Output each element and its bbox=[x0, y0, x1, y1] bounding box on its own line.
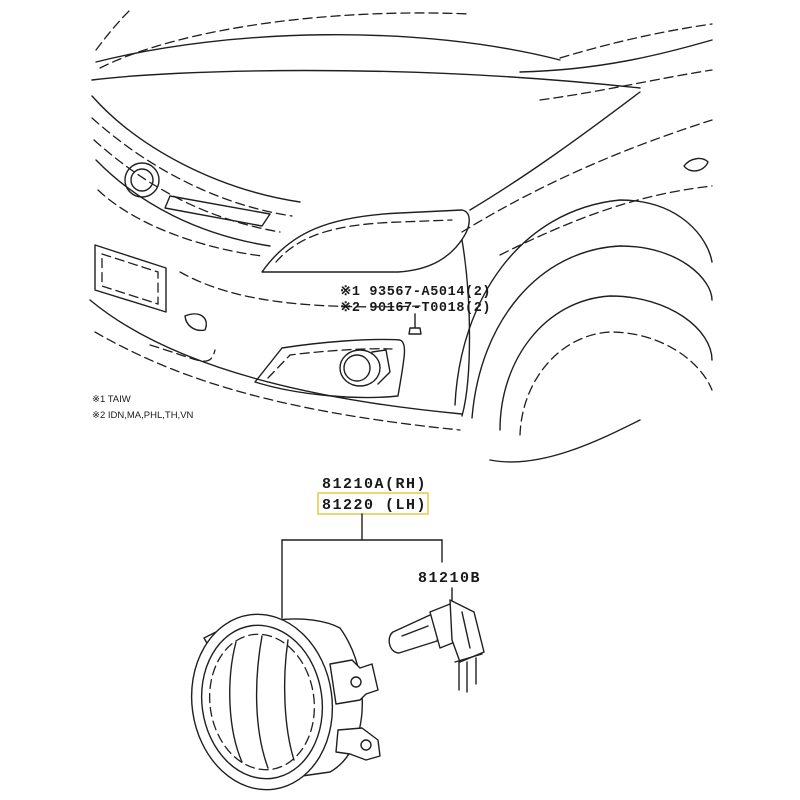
fog-lamp-bezel bbox=[254, 338, 406, 399]
emblem-icon bbox=[124, 162, 160, 198]
bolt-part-number-1[interactable]: ※1 93567-A5014(2) bbox=[340, 284, 491, 300]
fog-lamp-rh-part-number[interactable]: 81210A(RH) bbox=[322, 476, 427, 493]
bolt-icon bbox=[408, 327, 422, 335]
fog-lamp-installed bbox=[339, 349, 381, 387]
headlight bbox=[261, 209, 470, 273]
side-marker bbox=[683, 157, 709, 172]
bulb-part-number[interactable]: 81210B bbox=[418, 570, 481, 587]
car-front-illustration bbox=[89, 9, 713, 463]
region-note-1: ※1 TAIW bbox=[92, 394, 131, 405]
wheel bbox=[499, 295, 713, 431]
wheel-arch bbox=[454, 199, 713, 406]
license-plate bbox=[94, 244, 167, 313]
fog-lamp-front-ring bbox=[190, 613, 334, 791]
bolt-part-number-2[interactable]: ※2 90167-T0018(2) bbox=[340, 300, 491, 316]
fog-lamp-bulb bbox=[388, 599, 485, 693]
callout-bracket bbox=[281, 513, 443, 619]
selected-part-highlight bbox=[317, 492, 429, 515]
region-note-2: ※2 IDN,MA,PHL,TH,VN bbox=[92, 410, 194, 421]
fog-lamp-assembly bbox=[190, 613, 381, 791]
fog-lamp-lh-part-number[interactable]: 81220 (LH) bbox=[322, 497, 427, 514]
